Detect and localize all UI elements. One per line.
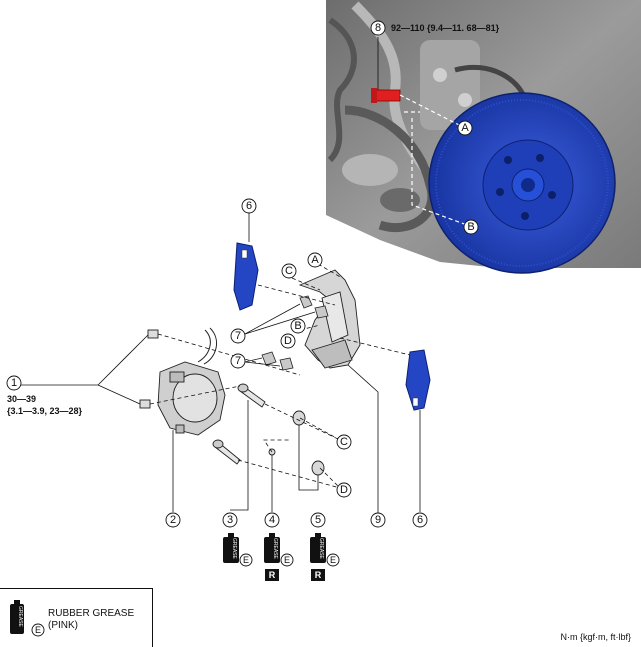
callout-7-upper: 7 (230, 328, 246, 344)
svg-text:3: 3 (227, 514, 233, 526)
callout-5: 5 (310, 512, 326, 528)
svg-text:GREASE: GREASE (17, 606, 23, 628)
svg-text:6: 6 (417, 514, 423, 526)
svg-text:GREASE: GREASE (272, 538, 278, 560)
svg-text:GREASE: GREASE (318, 538, 324, 560)
callout-6-outer: 6 (412, 512, 428, 528)
svg-text:E: E (330, 555, 336, 565)
pad-clips (261, 295, 329, 371)
callout-7-lower: 7 (230, 353, 246, 369)
torque-part-1-line1: 30—39 (7, 394, 36, 404)
svg-text:A: A (311, 254, 319, 266)
svg-text:B: B (467, 221, 474, 233)
svg-text:R: R (269, 570, 276, 580)
svg-text:7: 7 (235, 330, 241, 342)
callout-C-upper: C (281, 263, 297, 279)
dust-boots (292, 410, 325, 476)
disc-rotor (428, 92, 616, 274)
svg-text:E: E (284, 555, 290, 565)
caliper-body (157, 327, 226, 436)
callout-1: 1 (6, 375, 22, 391)
callout-6-inner: 6 (241, 198, 257, 214)
torque-part-8: 92—110 {9.4—11. 68—81} (391, 23, 500, 33)
callout-B: B (290, 318, 306, 334)
guide-pins (212, 383, 266, 465)
svg-text:R: R (315, 570, 322, 580)
svg-text:D: D (284, 335, 292, 347)
callout-4: 4 (264, 512, 280, 528)
callout-C-lower: C (336, 434, 352, 450)
svg-text:C: C (340, 436, 348, 448)
callout-B-top: B (463, 219, 479, 235)
caliper-bracket (298, 269, 361, 369)
legend-text: RUBBER GREASE (PINK) (48, 608, 134, 632)
svg-text:GREASE: GREASE (231, 538, 237, 560)
svg-text:4: 4 (269, 514, 275, 526)
svg-text:B: B (294, 320, 301, 332)
svg-text:C: C (285, 265, 293, 277)
callout-8: 8 (370, 20, 386, 36)
legend-grease-tube-icon: GREASE E (10, 600, 45, 637)
caliper-bolts (139, 329, 159, 409)
callout-D-upper: D (280, 333, 296, 349)
callout-D-lower: D (336, 482, 352, 498)
torque-part-1-line2: {3.1—3.9, 23—28} (7, 406, 83, 416)
legend-box (0, 588, 153, 647)
svg-text:2: 2 (170, 514, 176, 526)
torque-units: N·m {kgf·m, ft·lbf} (560, 632, 631, 642)
brake-pad-inner (233, 242, 259, 311)
legend-line-1: RUBBER GREASE (48, 608, 135, 619)
brake-pad-outer (405, 349, 431, 411)
svg-text:D: D (340, 484, 348, 496)
callout-3: 3 (222, 512, 238, 528)
grease-tube-4: GREASE E R (264, 533, 294, 581)
svg-text:A: A (461, 122, 469, 134)
svg-text:1: 1 (11, 377, 17, 389)
legend-line-2: (PINK) (48, 620, 78, 631)
grease-tube-3: GREASE E (223, 533, 253, 567)
svg-text:8: 8 (375, 22, 381, 34)
grease-tube-5: GREASE E R (310, 533, 340, 581)
bracket-bolt-red (371, 88, 401, 103)
callout-9: 9 (370, 512, 386, 528)
callout-2: 2 (165, 512, 181, 528)
svg-text:5: 5 (315, 514, 321, 526)
callout-A-top: A (457, 120, 473, 136)
svg-text:E: E (35, 625, 41, 635)
callout-A: A (307, 252, 323, 268)
svg-text:9: 9 (375, 514, 381, 526)
svg-text:7: 7 (235, 355, 241, 367)
svg-text:6: 6 (246, 200, 252, 212)
svg-text:E: E (243, 555, 249, 565)
